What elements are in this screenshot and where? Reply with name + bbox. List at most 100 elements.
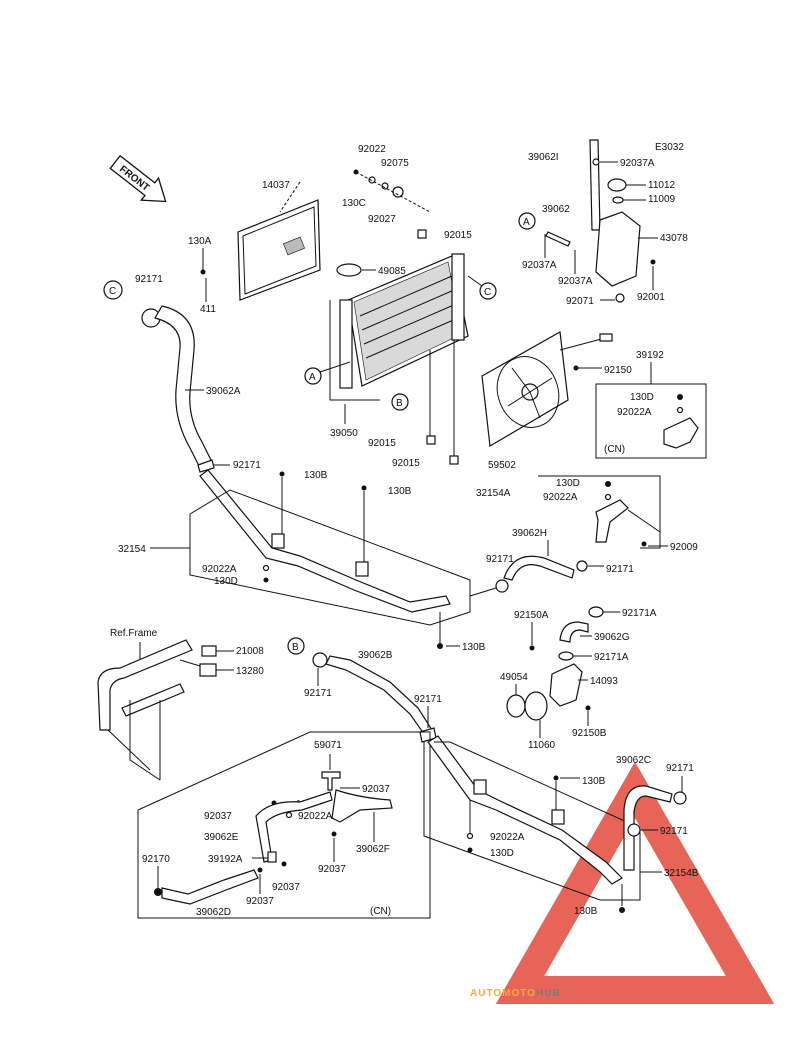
cn-box-lower [137,731,431,919]
bolt-92001-icon [650,259,656,265]
label-39062i: 39062I [528,152,559,163]
front-arrow-icon: FRONT [109,154,167,203]
label-92037-2: 92037 [204,811,232,822]
diagram-code: E3032 [655,142,684,153]
label-39062b: 39062B [358,650,393,661]
label-92009: 92009 [670,542,698,553]
label-49085: 49085 [378,266,406,277]
label-92022-top: 92022 [358,144,386,155]
watermark-part2: HUB [536,988,561,999]
callout-b-lower [287,637,305,655]
label-92150b: 92150B [572,728,607,739]
washer-92022-icon [368,176,376,184]
ref-frame [97,639,193,781]
callout-c-left-letter: C [109,286,116,297]
label-92150-top: 92150 [604,365,632,376]
callout-c-left [103,280,123,300]
label-92037a-left: 92037A [522,260,557,271]
label-92171-c1: 92171 [666,763,694,774]
radiator-cap-icon [336,263,362,277]
label-92171-h: 92171 [486,554,514,565]
label-92001: 92001 [637,292,665,303]
label-92022a-right: 92022A [543,492,578,503]
label-92071: 92071 [566,296,594,307]
bolt-130a-icon [200,269,206,275]
label-14093: 14093 [590,676,618,687]
label-59071: 59071 [314,740,342,751]
label-92170: 92170 [142,854,170,865]
cn-label-lower: (CN) [370,906,391,917]
label-39062e: 39062E [204,832,239,843]
clip-21008-icon [201,645,217,657]
callout-c-radiator [479,282,497,300]
label-92015-top: 92015 [444,230,472,241]
label-130b-1: 130B [304,470,328,481]
label-21008: 21008 [236,646,264,657]
watermark-triangle [495,761,775,1004]
callout-b-radiator-letter: B [396,398,403,409]
hose-39062g [559,621,589,643]
label-92037-5: 92037 [246,896,274,907]
radiator-screen [237,181,321,301]
label-130b-4: 130B [582,776,606,787]
label-92015-mid: 92015 [368,438,396,449]
callout-c-radiator-letter: C [484,287,491,298]
callout-a-tank-letter: A [523,217,530,228]
label-92037-4: 92037 [272,882,300,893]
label-92075: 92075 [381,158,409,169]
label-92171-lower: 92171 [304,688,332,699]
fitting-39192a-icon [267,851,277,863]
clamp-92171-c1-icon [673,791,687,805]
watermark-logo: AUTOMOTOHUB [470,988,561,999]
label-39050: 39050 [330,428,358,439]
label-130b-5: 130B [574,906,598,917]
label-92022a-mid: 92022A [202,564,237,575]
hose-39062f [331,789,393,823]
label-39062: 39062 [542,204,570,215]
label-39062a: 39062A [206,386,241,397]
fitting-39192-icon [663,417,699,449]
label-11060: 11060 [528,740,556,751]
grommet-92071-icon [615,293,625,303]
label-39062f: 39062F [356,844,390,855]
label-39062g: 39062G [594,632,630,643]
label-13280: 13280 [236,666,264,677]
nut-92015-top-icon [417,229,427,239]
label-130d-lower: 130D [490,848,514,859]
label-411: 411 [200,304,216,315]
radiator [339,253,469,389]
callout-b-lower-letter: B [292,642,299,653]
nut-92015-mid-icon [426,435,436,445]
pipe-32154b [427,735,623,885]
label-92171-c2: 92171 [660,826,688,837]
tank-cap-icon [607,178,627,192]
callout-a-radiator-letter: A [309,372,316,383]
label-59502: 59502 [488,460,516,471]
label-92171-h2: 92171 [606,564,634,575]
label-32154b: 32154B [664,868,699,879]
hose-39062e [255,791,333,863]
label-ref-frame: Ref.Frame [110,628,158,639]
bolt-130b-4-icon [553,775,559,781]
pipe-32154 [199,469,451,613]
label-39062h: 39062H [512,528,547,539]
fan-assembly [481,331,613,447]
clamp-92171-h-icon [495,579,509,593]
label-130d-right: 130D [556,478,580,489]
bolt-130b-3-icon [437,643,443,649]
label-130a: 130A [188,236,212,247]
cn-label-box: (CN) [604,444,625,455]
bolt-130b-1-icon [279,471,285,477]
label-92171-b: 92171 [414,694,442,705]
label-130b-3: 130B [462,642,486,653]
cap-gasket-icon [612,196,624,204]
label-92022a-lower: 92022A [298,811,333,822]
hose-39062d [161,869,259,905]
label-92037-1: 92037 [362,784,390,795]
bolt-130b-5-icon [619,907,625,913]
label-92037a-mid: 92037A [558,276,593,287]
label-92037-3: 92037 [318,864,346,875]
label-39192a: 39192A [208,854,243,865]
label-49054: 49054 [500,672,528,683]
